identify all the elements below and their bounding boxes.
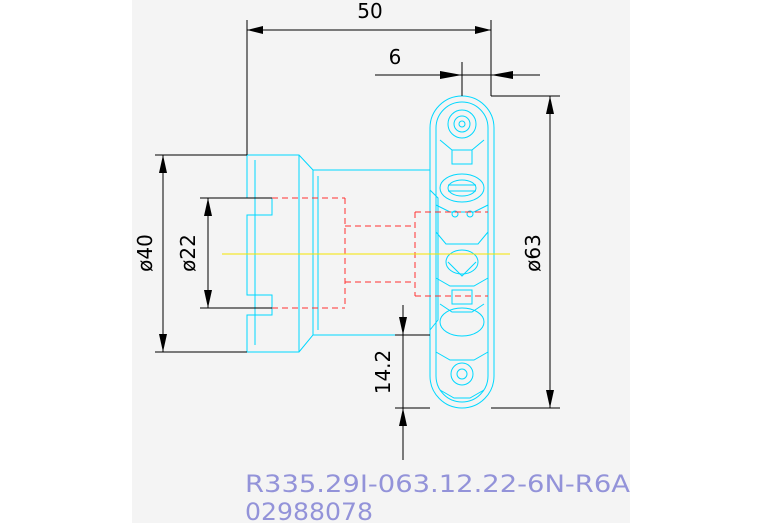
- arrow-22-bottom: [204, 290, 212, 308]
- shank-profile: [246, 154, 314, 353]
- arrow-6-left: [440, 71, 462, 79]
- insert-mid: [435, 231, 489, 245]
- arrow-50-left: [247, 26, 263, 34]
- arrow-40-bottom: [159, 334, 167, 352]
- dim-text-22: ø22: [176, 234, 200, 272]
- lower-pocket: [439, 303, 485, 313]
- bottom-edge: [439, 389, 485, 399]
- upper-screw-head: [453, 115, 471, 133]
- dim-text-63: ø63: [521, 234, 545, 272]
- insert-top-seat: [435, 204, 489, 213]
- insert-bottom: [439, 307, 485, 337]
- lower-edge: [435, 351, 489, 361]
- insert-mid-tip: [447, 261, 477, 277]
- arrow-22-top: [204, 198, 212, 216]
- upper-screw-center: [458, 120, 466, 128]
- upper-screw: [447, 109, 477, 139]
- part-code: R335.29I-063.12.22-6N-R6A: [245, 470, 631, 498]
- upper-clamp: [451, 149, 473, 165]
- insert-top-inner: [447, 179, 477, 197]
- arrow-63-top: [546, 96, 554, 114]
- arrow-40-top: [159, 155, 167, 173]
- dim-text-40: ø40: [133, 234, 157, 272]
- arrow-142-top: [399, 317, 407, 335]
- lower-screw-head: [456, 368, 468, 380]
- pin-1: [451, 210, 459, 218]
- arrow-50-right: [475, 26, 491, 34]
- insert-mid-body: [445, 249, 479, 275]
- cutter-disk-inner: [435, 101, 489, 403]
- arrow-6-right: [491, 71, 513, 79]
- dimension-lines: [155, 20, 560, 460]
- arrowheads: [159, 26, 554, 426]
- insert-mid-seat: [435, 277, 489, 287]
- dim-text-50: 50: [357, 0, 382, 23]
- dim-text-6: 6: [389, 45, 402, 69]
- lower-clamp: [451, 289, 473, 305]
- sheet-background: [132, 0, 630, 523]
- part-outline: [246, 95, 495, 409]
- insert-top: [439, 173, 485, 203]
- arrow-63-bottom: [546, 390, 554, 408]
- order-number: 02988078: [245, 498, 373, 523]
- arrow-142-bottom: [399, 408, 407, 426]
- pin-2: [466, 210, 474, 218]
- dim-text-14-2: 14.2: [371, 350, 395, 395]
- lower-screw: [450, 362, 474, 386]
